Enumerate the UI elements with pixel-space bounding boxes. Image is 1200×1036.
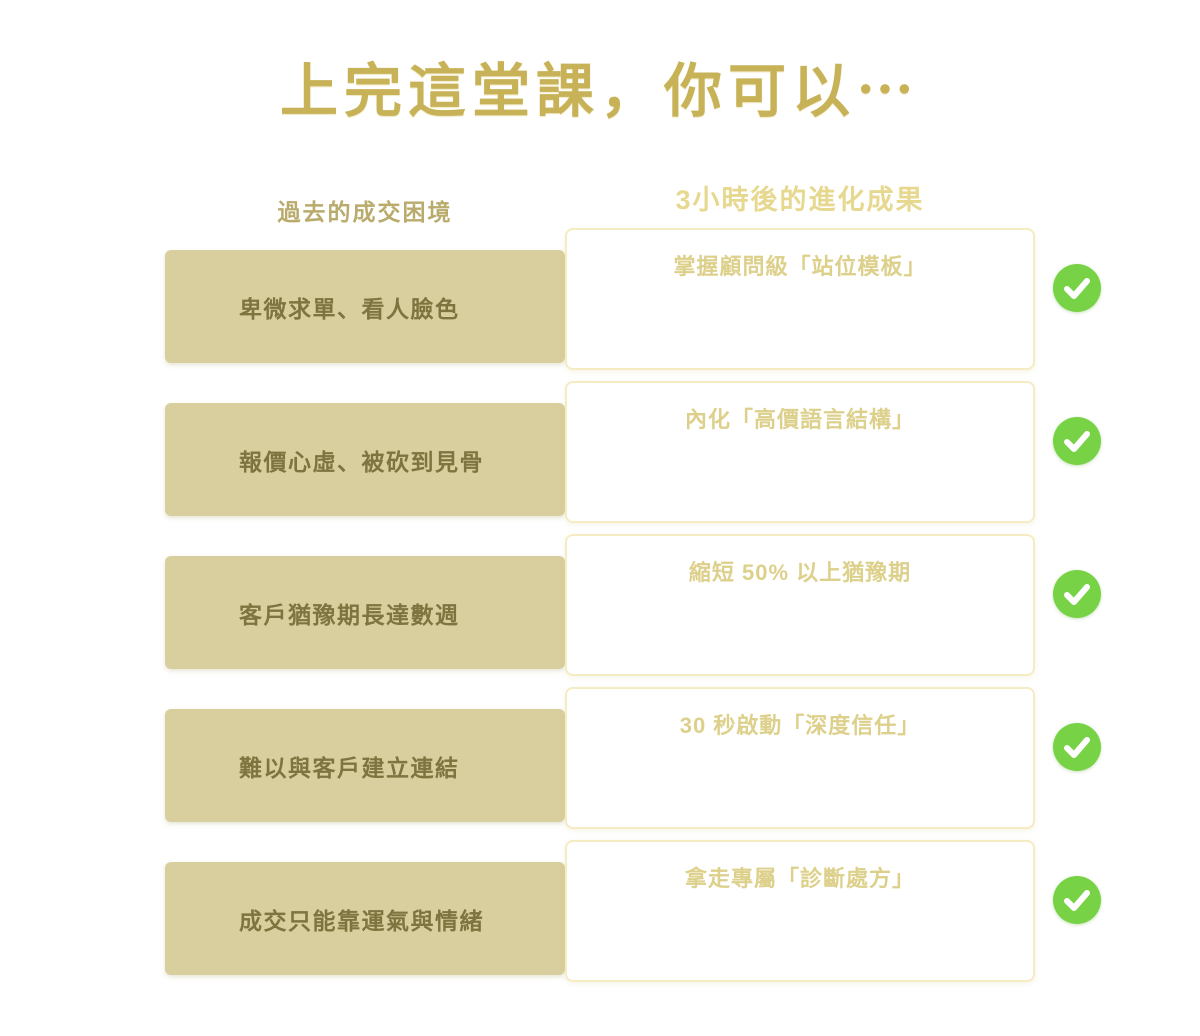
comparison-row: 難以與客戶建立連結 30 秒啟動「深度信任」 xyxy=(0,687,1200,829)
check-icon xyxy=(1053,264,1101,312)
result-box: 內化「高價語言結構」 xyxy=(565,381,1035,523)
pain-label: 報價心虛、被砍到見骨 xyxy=(239,448,484,475)
comparison-row: 成交只能靠運氣與情緒 拿走專屬「診斷處方」 xyxy=(0,840,1200,982)
pain-label: 客戶猶豫期長達數週 xyxy=(239,601,460,628)
comparison-row: 報價心虛、被砍到見骨 內化「高價語言結構」 xyxy=(0,381,1200,523)
check-icon xyxy=(1053,417,1101,465)
comparison-row: 卑微求單、看人臉色 掌握顧問級「站位模板」 xyxy=(0,228,1200,370)
check-icon xyxy=(1053,570,1101,618)
pain-box: 客戶猶豫期長達數週 xyxy=(165,556,565,669)
check-icon xyxy=(1053,723,1101,771)
comparison-row: 客戶猶豫期長達數週 縮短 50% 以上猶豫期 xyxy=(0,534,1200,676)
pain-box: 卑微求單、看人臉色 xyxy=(165,250,565,363)
page-title: 上完這堂課，你可以⋯ xyxy=(279,59,920,124)
pain-label: 成交只能靠運氣與情緒 xyxy=(239,907,484,934)
result-label: 掌握顧問級「站位模板」 xyxy=(673,254,927,279)
pain-box: 難以與客戶建立連結 xyxy=(165,709,565,822)
result-box: 30 秒啟動「深度信任」 xyxy=(565,687,1035,829)
pain-box: 成交只能靠運氣與情緒 xyxy=(165,862,565,975)
pain-box: 報價心虛、被砍到見骨 xyxy=(165,403,565,516)
result-label: 內化「高價語言結構」 xyxy=(684,407,915,432)
result-box: 拿走專屬「診斷處方」 xyxy=(565,840,1035,982)
pain-label: 難以與客戶建立連結 xyxy=(239,754,460,781)
result-label: 拿走專屬「診斷處方」 xyxy=(684,866,915,891)
result-box: 縮短 50% 以上猶豫期 xyxy=(565,534,1035,676)
pain-label: 卑微求單、看人臉色 xyxy=(239,295,460,322)
result-label: 縮短 50% 以上猶豫期 xyxy=(688,560,912,585)
check-icon xyxy=(1053,876,1101,924)
column-header-past-pains: 過去的成交困境 xyxy=(277,199,453,225)
result-label: 30 秒啟動「深度信任」 xyxy=(679,713,921,738)
result-box: 掌握顧問級「站位模板」 xyxy=(565,228,1035,370)
column-header-evolution-results: 3小時後的進化成果 xyxy=(675,185,925,215)
